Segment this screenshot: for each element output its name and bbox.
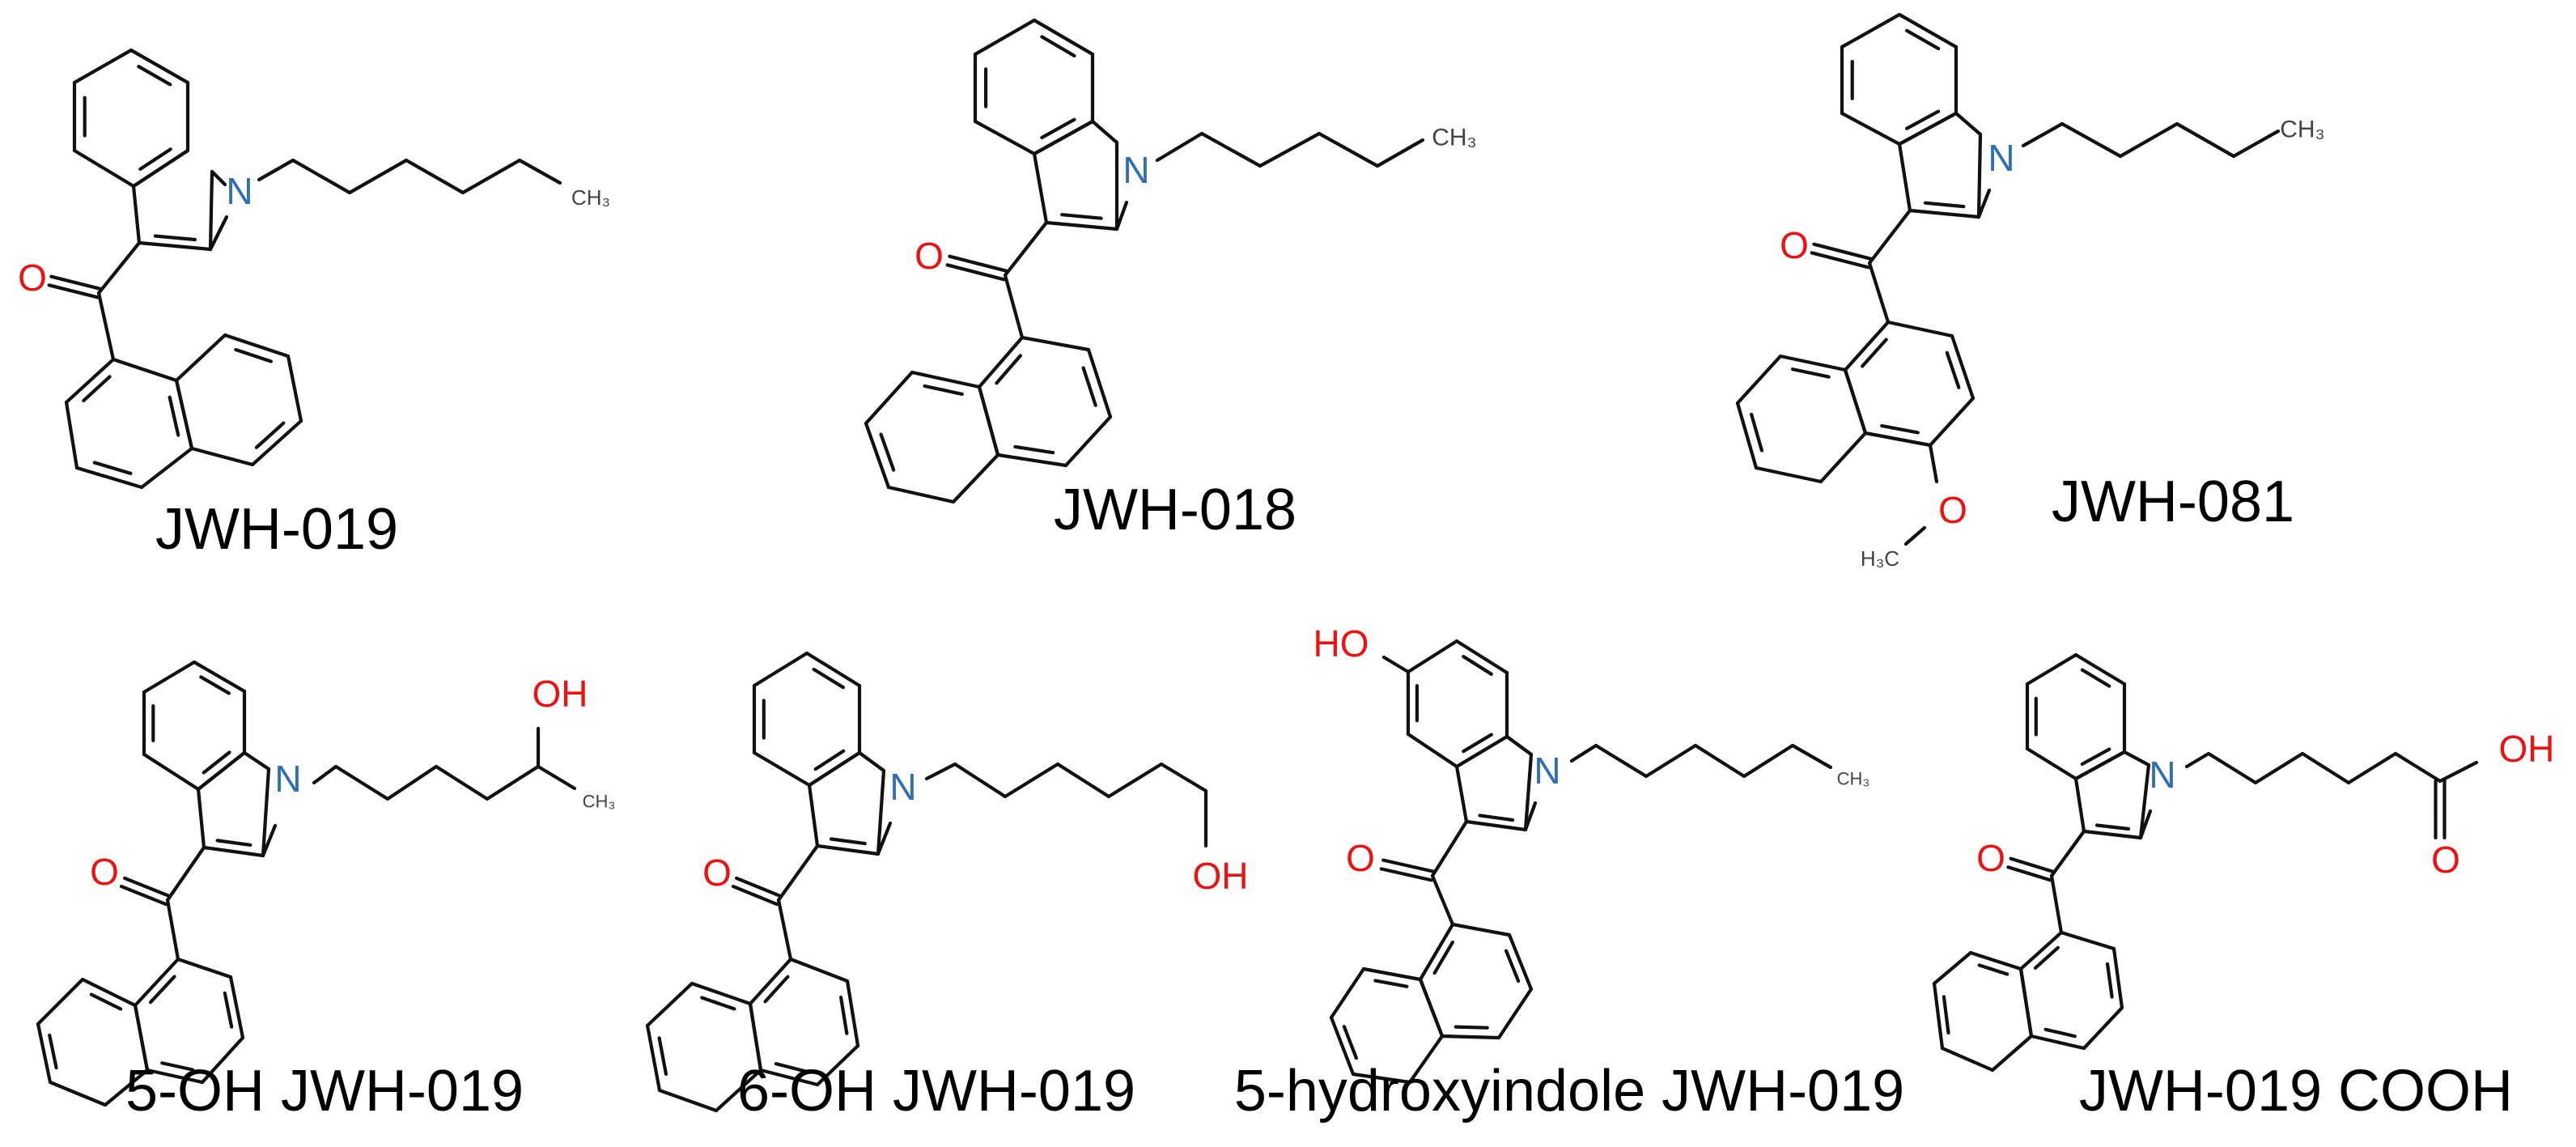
molecule-6-oh-jwh-019: N O OH — [645, 651, 1249, 1113]
oxygen-atom-label: HO — [1313, 622, 1369, 665]
oxygen-atom-label: O — [1938, 489, 1967, 531]
compound-label-jwh-081: JWH-081 — [2051, 469, 2295, 534]
oxygen-atom-label: O — [1780, 224, 1809, 266]
nitrogen-atom-label: N — [1122, 149, 1149, 191]
molecule-jwh-019: N O CH₃ — [18, 48, 610, 490]
molecule-5-hydroxyindole-jwh-019: N O HO CH₃ — [1313, 622, 1870, 1085]
oxygen-atom-label: O — [915, 235, 944, 277]
nitrogen-atom-label: N — [1534, 750, 1560, 792]
methyl-atom-label: CH₃ — [2280, 117, 2325, 143]
methyl-atom-label: H₃C — [1861, 546, 1899, 571]
nitrogen-atom-label: N — [274, 758, 301, 800]
oxygen-atom-label: O — [1346, 837, 1375, 879]
compound-label-jwh-019: JWH-019 — [155, 497, 399, 562]
molecule-jwh-019-cooh: N O OH O — [1932, 652, 2555, 1073]
molecule-jwh-081: N O O CH₃ H₃C — [1735, 12, 2325, 571]
oxygen-atom-label: OH — [1193, 855, 1249, 897]
oxygen-atom-label: O — [18, 257, 47, 299]
oxygen-atom-label: O — [90, 851, 119, 893]
nitrogen-atom-label: N — [1988, 137, 2014, 179]
compound-label-5-hydroxyindole-jwh-019: 5-hydroxyindole JWH-019 — [1233, 1059, 1905, 1124]
oxygen-atom-label: OH — [2499, 728, 2555, 770]
oxygen-atom-label: O — [2431, 839, 2460, 881]
compound-label-6-oh-jwh-019: 6-OH JWH-019 — [736, 1059, 1136, 1124]
nitrogen-atom-label: N — [226, 170, 253, 212]
oxygen-atom-label: O — [702, 852, 732, 894]
methyl-atom-label: CH₃ — [571, 185, 610, 210]
methyl-atom-label: CH₃ — [1432, 125, 1477, 151]
methyl-atom-label: CH₃ — [1837, 769, 1870, 789]
compound-label-jwh-019-cooh: JWH-019 COOH — [2078, 1059, 2514, 1124]
molecule-jwh-018: N O CH₃ — [864, 18, 1477, 504]
methyl-atom-label: CH₃ — [583, 792, 616, 812]
compound-label-5-oh-jwh-019: 5-OH JWH-019 — [125, 1059, 524, 1124]
oxygen-atom-label: O — [1976, 837, 2005, 879]
molecule-5-oh-jwh-019: N O OH CH₃ — [36, 660, 616, 1107]
nitrogen-atom-label: N — [2149, 754, 2175, 796]
oxygen-atom-label: OH — [533, 673, 588, 715]
compound-label-jwh-018: JWH-018 — [1053, 478, 1297, 542]
nitrogen-atom-label: N — [889, 766, 916, 808]
